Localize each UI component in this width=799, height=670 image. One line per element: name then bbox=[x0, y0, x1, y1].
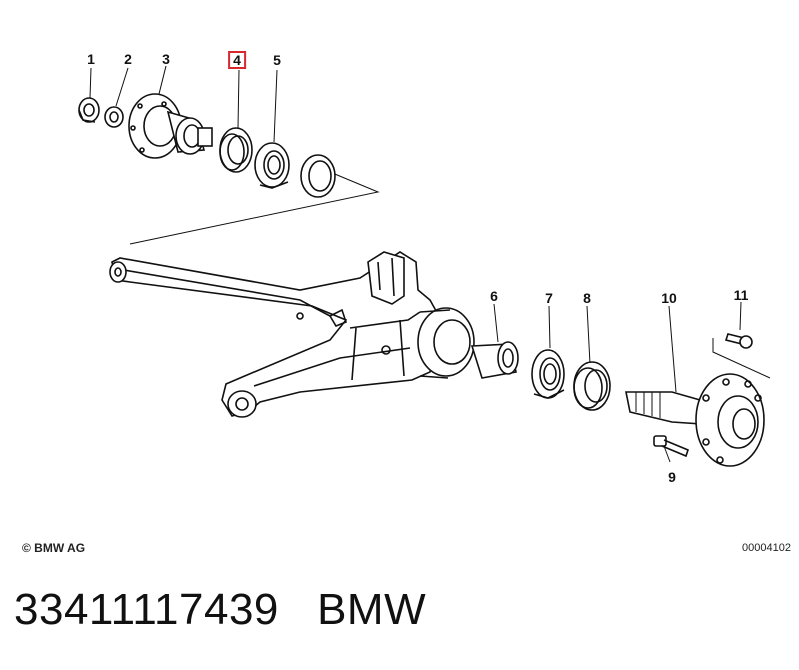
callout-6: 6 bbox=[490, 288, 498, 304]
part-3-drive-flange bbox=[128, 93, 213, 159]
callout-3: 3 bbox=[162, 51, 170, 67]
callout-11: 11 bbox=[733, 287, 749, 303]
part-8-shaft-seal bbox=[573, 361, 611, 411]
leader-lines bbox=[89, 65, 742, 463]
callout-4-highlighted[interactable]: 4 bbox=[228, 51, 246, 69]
callout-1: 1 bbox=[87, 51, 95, 67]
assembly-guide-lines bbox=[129, 171, 771, 379]
trailing-arm bbox=[109, 251, 441, 418]
callout-7: 7 bbox=[545, 290, 553, 306]
callout-2: 2 bbox=[124, 51, 132, 67]
part-11-bolt bbox=[724, 333, 753, 349]
callout-9: 9 bbox=[668, 469, 676, 485]
part-4-shaft-seal bbox=[219, 127, 253, 173]
spacer-ring bbox=[300, 154, 336, 198]
exploded-parts-diagram bbox=[78, 65, 771, 467]
callout-10: 10 bbox=[661, 290, 677, 306]
brand-name: BMW bbox=[317, 585, 427, 634]
part-1-nut bbox=[78, 97, 100, 123]
callout-5: 5 bbox=[273, 52, 281, 68]
part-6-sleeve bbox=[470, 341, 519, 379]
part-number: 33411117439 bbox=[14, 585, 279, 634]
diagram-number: 00004102 bbox=[742, 542, 791, 554]
part-10-output-shaft bbox=[625, 373, 765, 467]
part-7-bearing bbox=[531, 349, 565, 399]
part-number-footer: 33411117439 BMW bbox=[14, 585, 426, 635]
part-5-bearing bbox=[254, 142, 290, 189]
copyright-label: © BMW AG bbox=[22, 541, 86, 555]
part-2-washer bbox=[104, 106, 124, 128]
part-9-bolt bbox=[653, 435, 689, 458]
hub-housing bbox=[417, 307, 475, 379]
callout-8: 8 bbox=[583, 290, 591, 306]
